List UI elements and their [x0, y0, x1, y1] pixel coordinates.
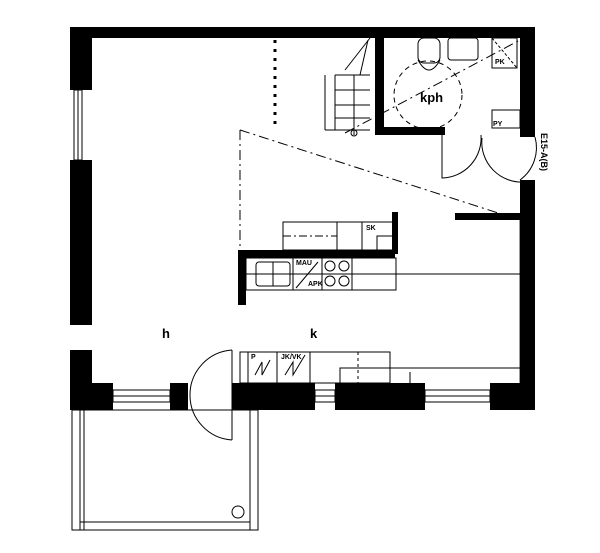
turning-circle — [393, 60, 463, 130]
wall-top — [70, 27, 535, 38]
wall-left-mid — [70, 160, 92, 325]
washer-py — [491, 109, 521, 129]
fixture-label-py: PY — [493, 121, 503, 128]
fixture-label-jkvk: JK/VK — [281, 354, 302, 361]
walls — [70, 27, 535, 410]
balcony-drain — [231, 505, 245, 519]
cabinet-pk — [491, 37, 518, 69]
balcony-door-swing — [189, 349, 233, 441]
fixture-label-sk: SK — [366, 225, 376, 232]
stove-burner — [324, 275, 336, 287]
fixture-label-apk: APK — [308, 281, 323, 288]
stove-burner — [338, 260, 350, 272]
balcony — [71, 409, 259, 531]
room-label-bathroom: kph — [420, 90, 444, 105]
staircase — [273, 37, 371, 137]
entrance-door-swing — [481, 137, 526, 183]
wall-right-lower — [520, 180, 535, 410]
stove-burner — [324, 260, 336, 272]
kitchen-wall — [238, 250, 395, 258]
bath-wall-left — [375, 38, 384, 133]
fixture-label-pk: PK — [495, 59, 505, 66]
sink — [447, 37, 479, 61]
fixture-label-p: P — [251, 354, 256, 361]
bathroom-door-swing — [441, 134, 482, 179]
bath-wall-bottom — [375, 127, 445, 135]
wall-left-upper — [70, 27, 92, 90]
wall-right-upper — [520, 27, 535, 137]
entrance-label: E15-A(B) — [539, 133, 549, 172]
room-label-kitchen: k — [310, 326, 318, 341]
fixture-label-mau: MAU — [296, 260, 312, 267]
room-label-living: h — [162, 326, 170, 341]
stove-burner — [338, 275, 350, 287]
toilet — [417, 37, 441, 64]
